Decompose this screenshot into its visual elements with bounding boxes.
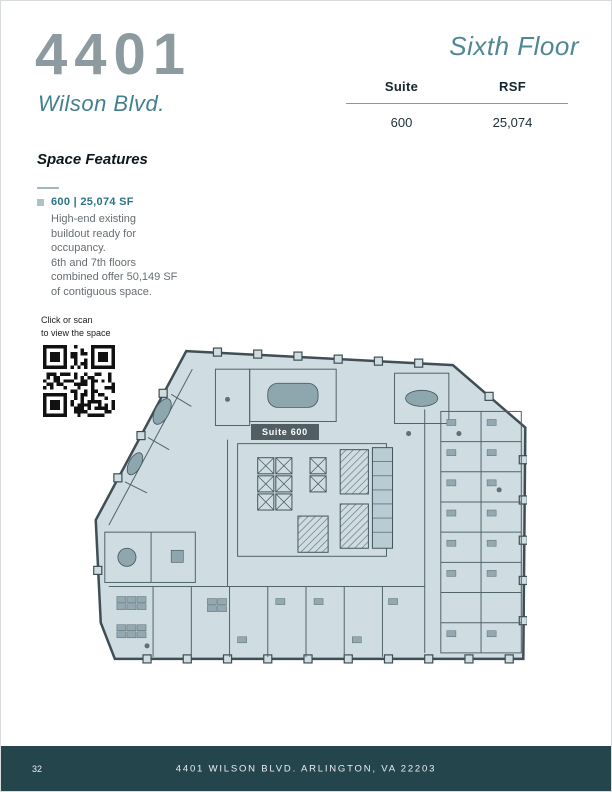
suite-table-row: 600 25,074 <box>346 115 568 130</box>
listing-description: High-end existing buildout ready for occ… <box>51 213 178 298</box>
floor-plan <box>85 339 527 673</box>
qr-code-svg <box>43 345 115 417</box>
listing-label: 600 | 25,074 SF <box>51 196 134 208</box>
listing-bullet-square <box>37 199 44 206</box>
rsf-value: 25,074 <box>492 115 533 130</box>
building-number: 4401 <box>35 22 193 87</box>
plan-walls <box>104 368 522 657</box>
floor-title: Sixth Floor <box>449 31 579 61</box>
footer-address: 4401 WILSON BLVD. ARLINGTON, VA 22203 <box>175 763 437 774</box>
plan-outline <box>94 349 527 661</box>
table-divider <box>346 103 568 104</box>
suite-column-header: Suite <box>384 79 419 94</box>
suite-table-header: Suite RSF <box>346 79 568 94</box>
rsf-column-header: RSF <box>499 79 526 94</box>
suite-table: Suite RSF 600 25,074 <box>346 79 568 130</box>
features-divider <box>37 187 59 189</box>
qr-code[interactable] <box>43 345 115 417</box>
footer-bar: 32 4401 WILSON BLVD. ARLINGTON, VA 22203 <box>1 746 611 791</box>
floor-plan-svg <box>93 347 527 664</box>
suite-600-label: Suite 600 <box>251 424 319 440</box>
page-number: 32 <box>32 763 43 774</box>
plan-cores <box>257 447 394 553</box>
space-features-heading: Space Features <box>37 151 148 168</box>
plan-columns <box>93 347 527 664</box>
qr-caption: Click or scan to view the space <box>41 315 111 339</box>
suite-value: 600 <box>390 115 413 130</box>
street-name: Wilson Blvd. <box>38 91 165 116</box>
plan-furniture <box>116 382 502 649</box>
